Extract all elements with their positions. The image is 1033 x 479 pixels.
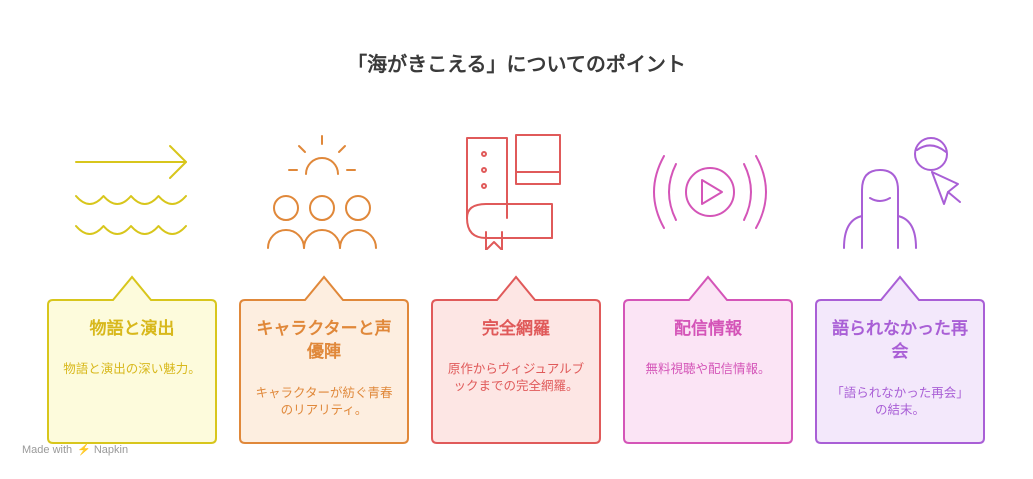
books-icon (466, 134, 561, 250)
card-characters-desc: キャラクターが紡ぐ青春のリアリティ。 (255, 385, 393, 417)
card-story: 物語と演出 物語と演出の深い魅力。 (47, 275, 217, 444)
footer-made-with: Made with (22, 444, 73, 456)
card-characters-heading: キャラクターと声優陣 (256, 319, 392, 362)
card-reunion-heading: 語られなかった再会 (832, 319, 968, 362)
card-story-desc: 物語と演出の深い魅力。 (63, 361, 201, 376)
napkin-logo-icon: ⚡ (77, 444, 91, 456)
card-complete-shape (431, 275, 601, 444)
card-streaming-heading: 配信情報 (674, 319, 742, 339)
card-complete: 完全網羅 原作からヴィジュアルブックまでの完全網羅。 (431, 275, 601, 444)
card-reunion: 語られなかった再会 「語られなかった再会」の結末。 (815, 275, 985, 444)
card-story-shape (47, 275, 217, 444)
card-reunion-desc: 「語られなかった再会」の結末。 (831, 385, 969, 417)
page-title: 「海がきこえる」についてのポイント (347, 52, 686, 76)
footer-brand: Napkin (93, 444, 129, 456)
card-complete-heading: 完全網羅 (482, 319, 550, 339)
card-streaming-desc: 無料視聴や配信情報。 (645, 361, 771, 376)
card-complete-desc: 原作からヴィジュアルブックまでの完全網羅。 (447, 361, 585, 393)
card-reunion-shape (815, 275, 985, 444)
card-characters: キャラクターと声優陣 キャラクターが紡ぐ青春のリアリティ。 (239, 275, 409, 444)
card-characters-shape (239, 275, 409, 444)
card-story-heading: 物語と演出 (89, 319, 175, 339)
reunion-people-icon (843, 137, 961, 249)
card-streaming-shape (623, 275, 793, 444)
arrow-waves-icon (75, 145, 187, 235)
footer-credit: Made with ⚡Napkin (22, 443, 128, 456)
group-icon (267, 135, 377, 249)
card-streaming: 配信情報 無料視聴や配信情報。 (623, 275, 793, 444)
broadcast-play-icon (653, 155, 767, 229)
